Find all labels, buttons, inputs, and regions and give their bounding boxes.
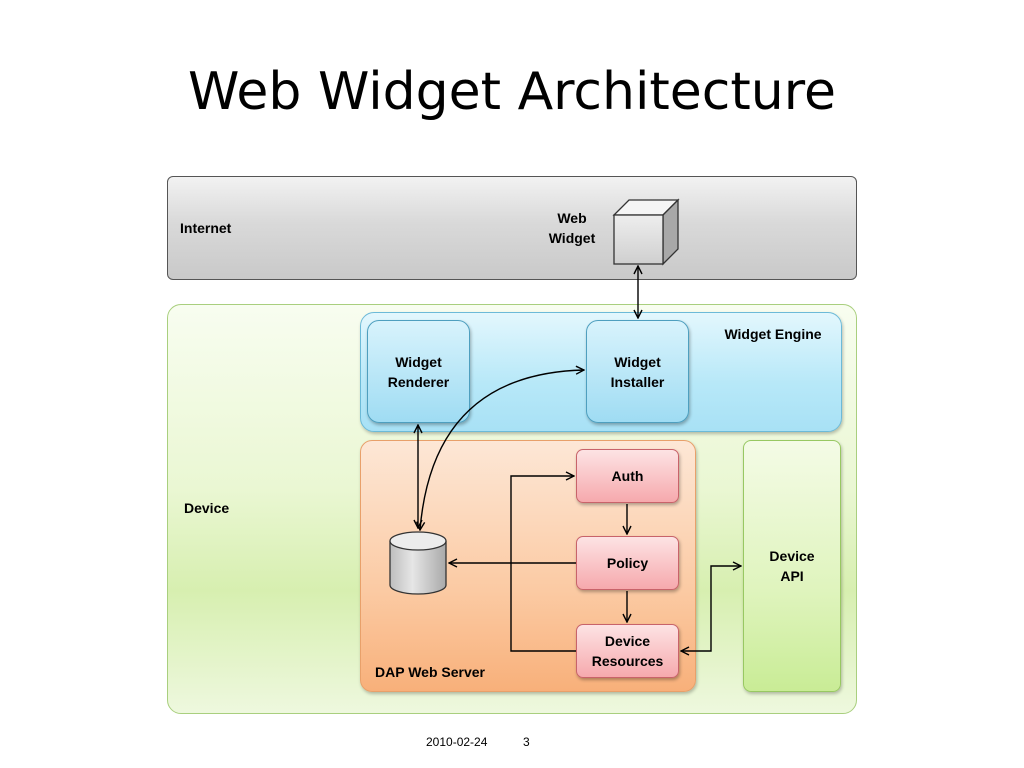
internet-region — [167, 176, 857, 280]
policy-box: Policy — [576, 536, 679, 590]
database-cylinder-icon — [389, 531, 447, 595]
device-resources-box: Device Resources — [576, 624, 679, 678]
device-label: Device — [184, 500, 230, 516]
slide-title: Web Widget Architecture — [188, 62, 836, 122]
footer-date: 2010-02-24 — [426, 735, 488, 749]
web-widget-label: Web Widget — [548, 210, 596, 246]
widget-installer-box: Widget Installer — [586, 320, 689, 423]
page-number: 3 — [523, 735, 530, 749]
arrow-database-installer — [420, 370, 584, 530]
policy-label: Policy — [606, 555, 649, 571]
widget-installer-label: Widget Installer — [610, 353, 665, 390]
widget-engine-label: Widget Engine — [724, 326, 822, 342]
device-resources-label: Device Resources — [591, 633, 664, 669]
dap-web-server-label: DAP Web Server — [375, 664, 485, 680]
internet-label: Internet — [180, 220, 232, 236]
web-widget-cube-icon — [612, 198, 680, 266]
arrow-resources-auth-loop — [510, 476, 576, 652]
auth-label: Auth — [611, 468, 644, 484]
device-api-region — [743, 440, 841, 692]
device-api-label: Device API — [769, 548, 815, 584]
arrow-resources-device-api — [681, 566, 741, 651]
auth-box: Auth — [576, 449, 679, 503]
